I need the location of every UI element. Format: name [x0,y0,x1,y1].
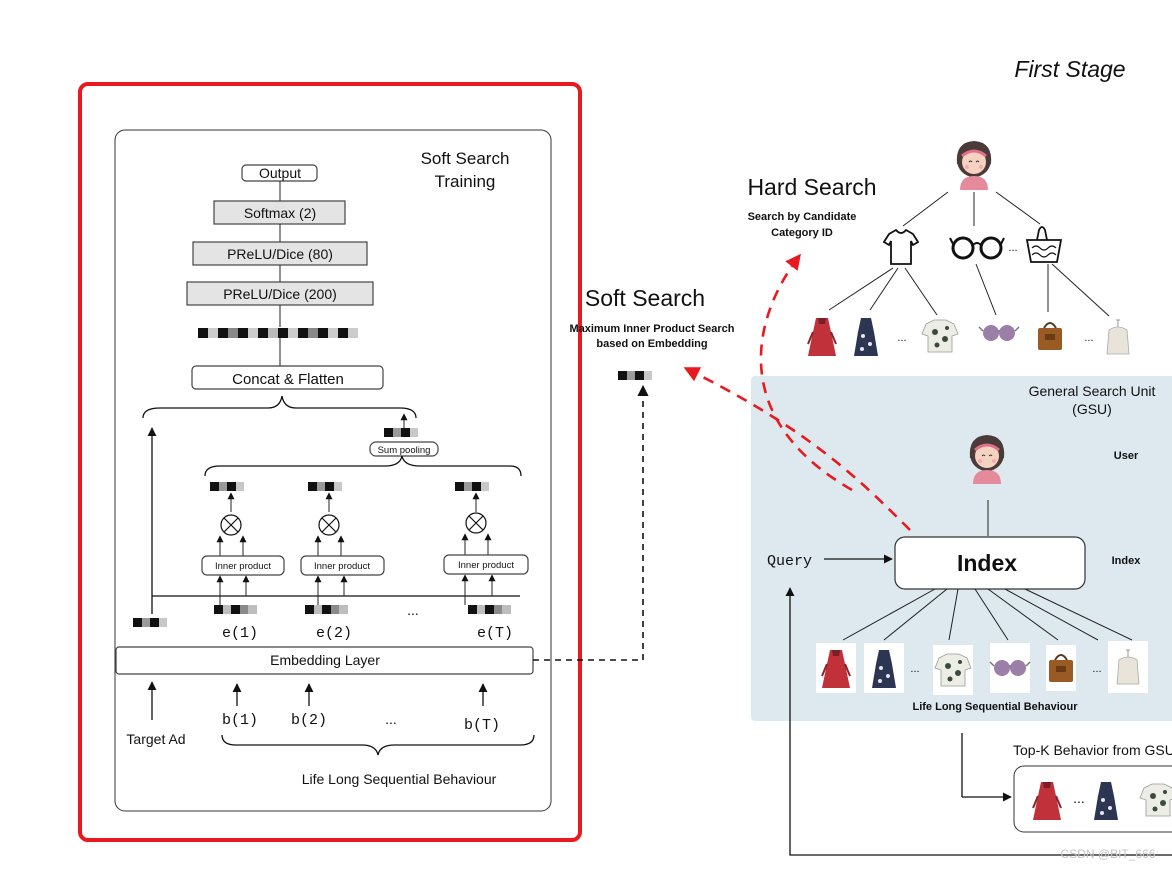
tree-edge-bag [995,191,1041,225]
watermark: CSDN @BIT_666 [1061,847,1156,861]
topk-ellipsis: ... [1073,790,1085,806]
tree-leaf-items [807,317,1130,357]
gsu-title-line2: (GSU) [1072,401,1112,417]
behaviour-label-1: b(1) [222,712,258,729]
behaviour-label-T: b(T) [464,717,500,734]
concat-flatten-label: Concat & Flatten [232,371,344,388]
sum-pooling-label: Sum pooling [378,445,431,456]
topk-title: Top-K Behavior from GSU [1013,742,1172,758]
sum-pooling-box [369,441,439,457]
pooled-embedding [384,428,418,437]
handbag-category-icon [1025,226,1063,263]
inner-product-label-T: Inner product [458,560,514,571]
panel-title-line1: Soft Search [421,149,510,168]
embedding-label-T: e(T) [477,625,513,642]
gsu-index-label: Index [1112,555,1142,567]
sequence-brace [221,734,535,756]
tree-leaf-ellipsis-1: ... [897,332,906,344]
highlight-frame [78,82,582,842]
output-layer-label: Output [259,165,301,181]
embedding-label-1: e(1) [222,625,258,642]
index-box [894,536,1086,590]
tshirt-category-icon [882,228,920,265]
soft-search-title: Soft Search [585,285,705,311]
tree-leaf-edges [828,263,1110,317]
dashed-index-to-hard-search [759,253,853,492]
embedding-label-2: e(2) [316,625,352,642]
prelu-80-label: PReLU/Dice (80) [227,246,333,262]
target-ad-label: Target Ad [126,731,185,747]
inner-product-label-1: Inner product [215,561,271,572]
concat-brace [142,395,417,419]
glasses-category-icon [949,236,1005,260]
index-fan-lines [842,588,1133,641]
soft-search-desc-line2: based on Embedding [596,338,707,350]
left-sequence-label: Life Long Sequential Behaviour [302,771,497,787]
concat-flatten-layer [191,365,384,390]
index-box-label: Index [957,550,1017,576]
inner-product-label-2: Inner product [314,561,370,572]
tree-category-ellipsis: ... [1008,242,1017,254]
hard-search-desc-line2: Category ID [771,227,833,239]
dashed-embedding-to-soft-search [533,384,649,661]
dashed-index-to-soft-search [683,366,911,531]
interaction-unit-2: Inner product [300,482,385,614]
softmax-layer-label: Softmax (2) [244,205,316,221]
feedback-loop-arrow [785,587,1172,856]
tree-leaf-ellipsis-2: ... [1084,332,1093,344]
target-ad-embedding [133,618,167,627]
behaviour-label-2: b(2) [291,712,327,729]
behaviour-ellipsis: ... [385,711,397,727]
interaction-unit-T: Inner product [443,482,529,614]
panel-title-line2: Training [435,172,496,191]
tree-user-avatar-icon [955,139,993,192]
soft-search-embedding [618,371,652,380]
flattened-vector [198,328,358,338]
interaction-unit-1: Inner product [201,482,285,614]
gsu-title-line1: General Search Unit [1029,383,1156,399]
stage-label: First Stage [1014,56,1125,82]
embedding-layer-label: Embedding Layer [270,652,380,668]
tree-edge-shirt [902,191,949,227]
gsu-user-avatar-icon [968,433,1006,486]
soft-search-training-panel [114,129,552,812]
gsu-items-ellipsis-1: ... [910,663,919,675]
hard-search-desc-line1: Search by Candidate [748,211,857,223]
gsu-item-row [816,641,1148,695]
soft-search-desc-line1: Maximum Inner Product Search [569,323,734,335]
gsu-sequence-label: Life Long Sequential Behaviour [912,701,1078,713]
hard-search-title: Hard Search [747,174,876,200]
prelu-200-label: PReLU/Dice (200) [223,286,337,302]
query-label: Query [767,553,812,570]
gsu-items-ellipsis-2: ... [1092,663,1101,675]
gsu-user-label: User [1114,450,1139,462]
embedding-ellipsis: ... [407,602,419,618]
pooling-brace [204,455,522,477]
